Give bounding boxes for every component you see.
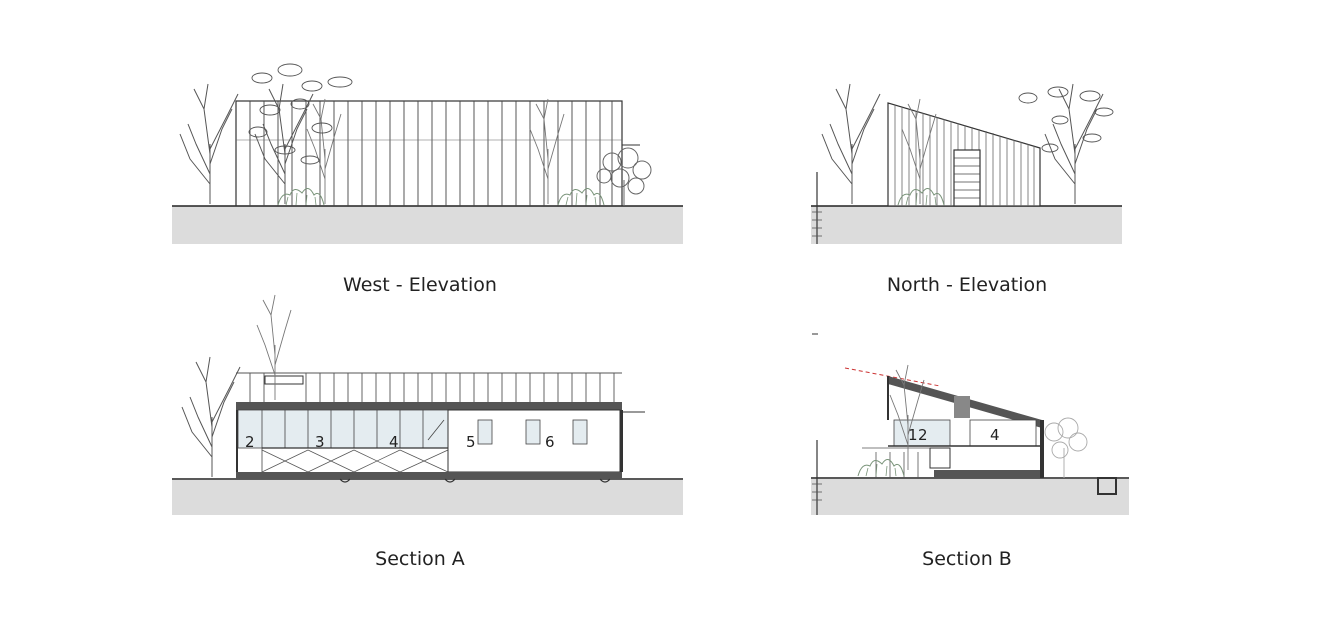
- roof-screen: [236, 372, 622, 402]
- tree-front-2: [306, 98, 342, 205]
- room-number: 6: [545, 433, 555, 451]
- shrub-dark: [596, 147, 652, 206]
- shrub: [557, 187, 605, 206]
- caption-north-elevation: North - Elevation: [886, 274, 1048, 296]
- tree-foliage: [248, 63, 353, 165]
- entry-door: [953, 149, 981, 207]
- sightline: [844, 367, 941, 387]
- room-number: 1: [908, 426, 918, 444]
- room-number: 4: [389, 433, 399, 451]
- room-number: 3: [315, 433, 325, 451]
- facade-outline: [235, 100, 623, 207]
- cross-bracing: [261, 449, 449, 473]
- tree-left: [181, 356, 241, 478]
- ground-band: [811, 206, 1122, 244]
- clerestory: [954, 396, 970, 418]
- stair: [929, 447, 951, 469]
- ground-band: [172, 480, 683, 515]
- retaining-steps: [812, 483, 822, 501]
- tree-foliage: [1018, 86, 1114, 153]
- window: [572, 419, 588, 445]
- caption-section-b: Section B: [922, 548, 1012, 570]
- end-wall: [620, 410, 623, 472]
- north-elevation-drawing: [811, 83, 1122, 244]
- room-number: 4: [990, 426, 1000, 444]
- end-wall: [236, 410, 238, 472]
- ground-band: [172, 206, 683, 244]
- roof-vent: [264, 375, 304, 385]
- ground-band: [811, 479, 1129, 515]
- window: [525, 419, 541, 445]
- interior-room: [969, 419, 1037, 447]
- roof-slab: [236, 402, 622, 410]
- section-b-drawing: 1 2 4: [811, 333, 1129, 515]
- tree-left: [179, 83, 239, 205]
- retaining-steps: [812, 211, 822, 237]
- west-elevation-drawing: [172, 63, 683, 244]
- end-wall: [1040, 420, 1044, 478]
- section-a-drawing: 2 3 4 5 6: [172, 294, 683, 515]
- shrub: [857, 458, 905, 477]
- door-slats: [954, 157, 980, 199]
- drain-pit: [1097, 477, 1117, 495]
- room-number: 2: [918, 426, 928, 444]
- caption-west-elevation: West - Elevation: [343, 274, 497, 296]
- caption-section-a: Section A: [375, 548, 465, 570]
- footings: [339, 478, 611, 483]
- stair-line: [427, 419, 445, 441]
- room-number: 2: [245, 433, 255, 451]
- tree-left: [821, 83, 881, 205]
- floor-slab: [934, 470, 1044, 478]
- floor-slab: [236, 472, 622, 479]
- glazing-mullions: [261, 410, 449, 472]
- tree-light: [1044, 417, 1088, 478]
- glazing-zone: [237, 409, 449, 449]
- tree-right: [529, 98, 565, 205]
- window: [477, 419, 493, 445]
- room-number: 5: [466, 433, 476, 451]
